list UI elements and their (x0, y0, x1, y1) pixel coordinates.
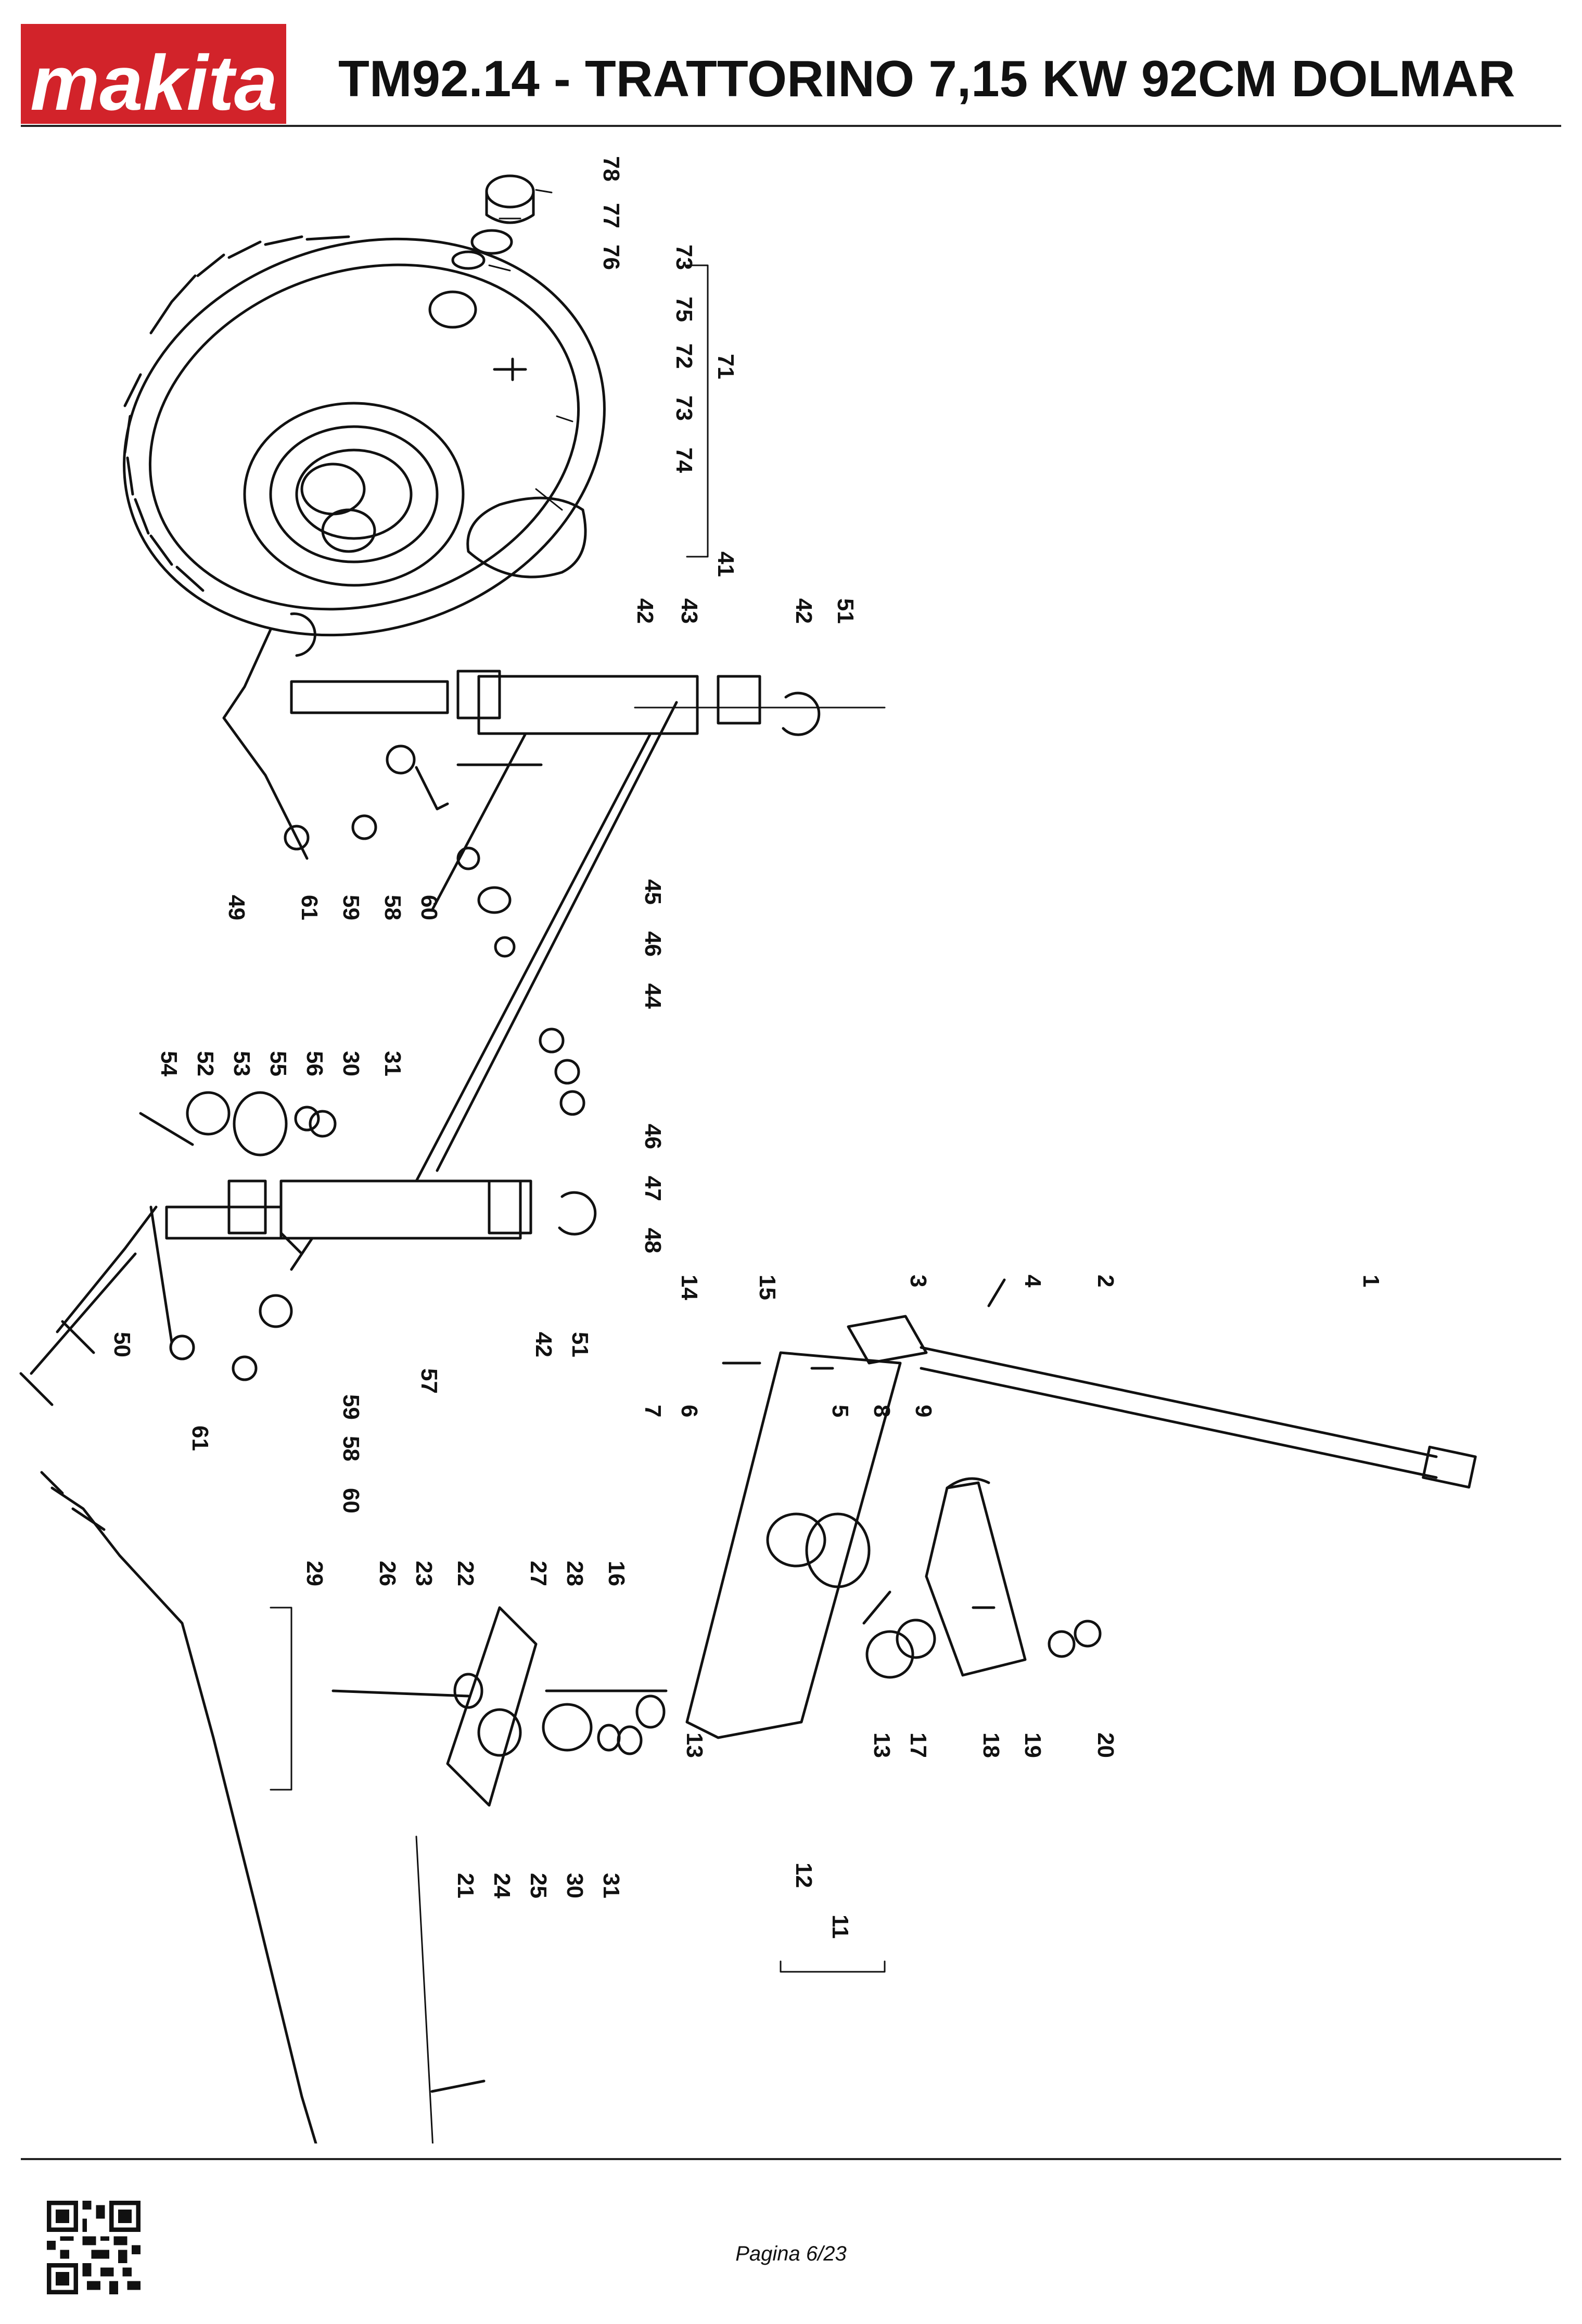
part-number-label: 49 (224, 895, 249, 920)
part-number-label: 51 (833, 598, 858, 624)
part-number-label: 50 (109, 1332, 135, 1357)
part-number-label: 5 (827, 1405, 853, 1417)
part-number-label: 27 (526, 1561, 551, 1586)
leader-lines (270, 189, 886, 2143)
part-number-label: 25 (526, 1873, 551, 1898)
part-number-label: 41 (713, 551, 738, 577)
header-divider (21, 125, 1561, 127)
front-wheel-tire (123, 235, 606, 637)
part-number-label: 30 (562, 1873, 588, 1898)
part-number-label: 43 (677, 598, 702, 624)
drag-link-rod (40, 1471, 486, 2143)
part-number-label: 13 (682, 1732, 707, 1758)
page-number: Pagina 6/23 (735, 2242, 847, 2265)
part-number-label: 73 (671, 245, 697, 270)
part-number-label: 2 (1093, 1275, 1118, 1287)
part-number-label: 45 (640, 879, 666, 905)
hardware-fasteners (169, 744, 585, 1381)
part-number-label: 53 (229, 1051, 254, 1076)
part-number-label: 46 (640, 1124, 666, 1149)
part-number-label: 42 (531, 1332, 556, 1357)
makita-logo: makita (21, 24, 286, 124)
part-number-label: 55 (265, 1051, 291, 1076)
part-number-label: 60 (338, 1488, 364, 1513)
part-number-label: 6 (677, 1405, 702, 1417)
part-number-label: 46 (640, 931, 666, 957)
part-number-label: 9 (911, 1405, 936, 1417)
part-number-label: 31 (598, 1873, 624, 1898)
part-number-label: 28 (562, 1561, 588, 1586)
part-number-label: 61 (297, 895, 322, 920)
part-number-label: 72 (671, 343, 697, 369)
part-number-label: 74 (671, 447, 697, 473)
part-number-label: 78 (598, 156, 624, 182)
front-axle-beam (165, 670, 821, 1240)
part-number-label: 8 (869, 1405, 895, 1417)
part-number-label: 15 (755, 1275, 780, 1300)
lower-pivot-plate (331, 1606, 668, 1807)
part-number-label: 17 (905, 1732, 931, 1758)
part-number-label: 57 (416, 1368, 442, 1394)
page-title: TM92.14 - TRATTORINO 7,15 KW 92CM DOLMAR (338, 50, 1515, 107)
part-number-label: 56 (302, 1051, 327, 1076)
part-number-label: 76 (598, 245, 624, 270)
part-number-label: 75 (671, 297, 697, 322)
part-number-label: 7 (640, 1405, 666, 1417)
part-number-label: 54 (156, 1051, 182, 1076)
spindle-arms (19, 612, 316, 1406)
part-number-label: 73 (671, 395, 697, 421)
part-number-label: 42 (791, 598, 816, 624)
part-number-label: 29 (302, 1561, 327, 1586)
part-number-label: 60 (416, 895, 442, 920)
part-number-label: 4 (1020, 1275, 1045, 1288)
part-number-label: 20 (1093, 1732, 1118, 1758)
part-number-label: 30 (338, 1051, 364, 1076)
footer-divider (21, 2158, 1561, 2160)
part-number-label: 48 (640, 1228, 666, 1253)
part-number-label: 14 (677, 1275, 702, 1300)
hub-cap-parts (428, 174, 535, 381)
part-number-label: 31 (380, 1051, 405, 1076)
part-number-label: 26 (375, 1561, 400, 1586)
part-number-label: 23 (411, 1561, 437, 1586)
part-number-label: 44 (640, 983, 666, 1009)
part-number-label: 61 (187, 1426, 213, 1451)
part-number-label: 59 (338, 1394, 364, 1420)
part-number-label: 59 (338, 895, 364, 920)
steering-plate (685, 1351, 1102, 1739)
part-number-label: 24 (489, 1873, 515, 1898)
part-number-label: 12 (791, 1863, 816, 1888)
part-number-label: 3 (905, 1275, 931, 1287)
part-number-label: 58 (338, 1436, 364, 1461)
logo-text: makita (30, 39, 277, 124)
part-number-label: 58 (380, 895, 405, 920)
part-number-label: 13 (869, 1732, 895, 1758)
part-number-label: 71 (713, 354, 738, 379)
part-number-label: 51 (567, 1332, 593, 1357)
part-number-label: 11 (827, 1915, 853, 1939)
steering-shaft (722, 1278, 1477, 1489)
part-number-label: 22 (453, 1561, 478, 1586)
part-number-label: 1 (1358, 1275, 1384, 1287)
part-number-label: 16 (604, 1561, 629, 1586)
part-number-label: 52 (193, 1051, 218, 1076)
part-number-label: 77 (598, 203, 624, 228)
part-number-label: 21 (453, 1873, 478, 1898)
part-number-label: 47 (640, 1176, 666, 1201)
part-number-label: 19 (1020, 1732, 1045, 1758)
part-number-label: 42 (632, 598, 658, 624)
part-number-label: 18 (978, 1732, 1004, 1758)
qr-code-icon (47, 2201, 141, 2294)
